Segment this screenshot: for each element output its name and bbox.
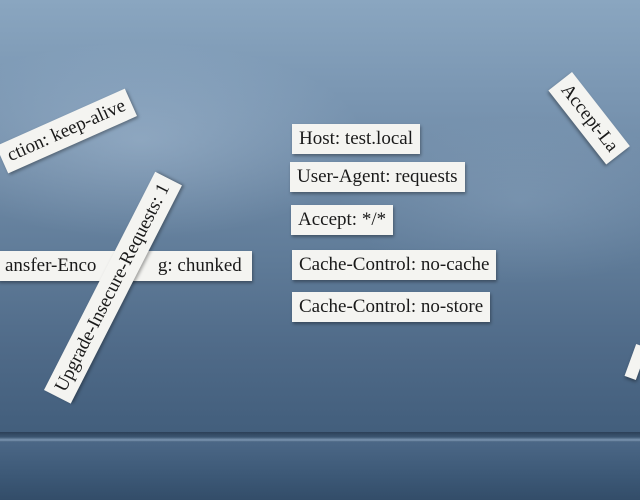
door-crease (0, 432, 640, 442)
accept-label: Accept: */* (291, 205, 394, 235)
label-fragment (624, 343, 640, 381)
user-agent-label: User-Agent: requests (290, 162, 465, 192)
host-label: Host: test.local (292, 124, 420, 154)
accept-language-label: Accept-La (548, 72, 630, 165)
cache-control-no-store-label: Cache-Control: no-store (292, 292, 491, 322)
door-lower-panel (0, 442, 640, 500)
cache-control-no-cache-label: Cache-Control: no-cache (292, 250, 497, 280)
transfer-encoding-right-text: g: chunked (157, 255, 242, 276)
upgrade-insecure-requests-label: Upgrade-Insecure-Requests: 1 (44, 172, 182, 404)
transfer-encoding-left-text: ansfer-Enco (5, 255, 97, 276)
connection-label: ction: keep-alive (0, 88, 138, 174)
